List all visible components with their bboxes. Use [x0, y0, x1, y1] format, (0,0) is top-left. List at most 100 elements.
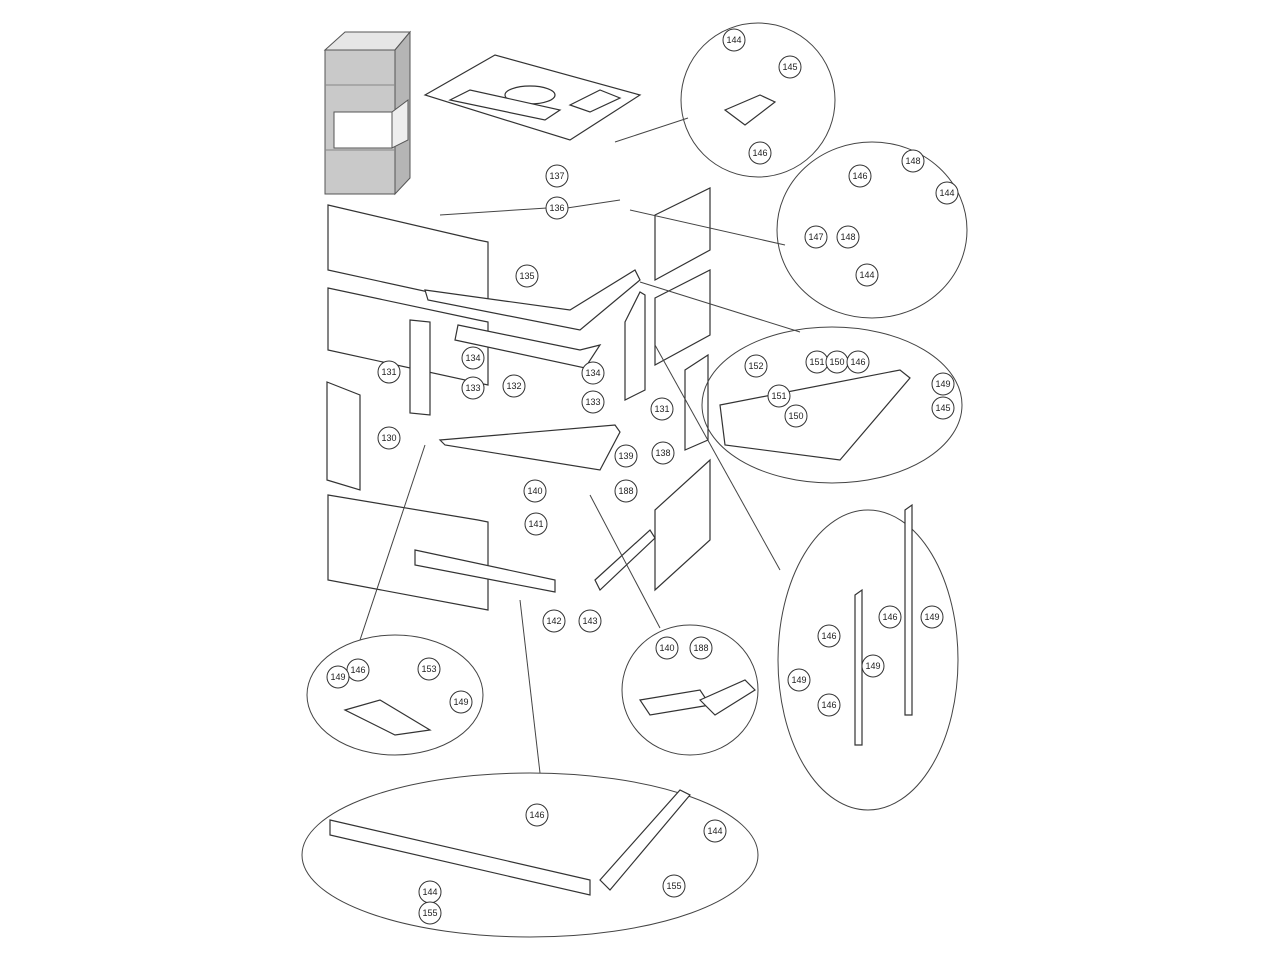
- part-label: 151: [767, 384, 791, 408]
- part-label-circle: [545, 164, 569, 188]
- part-number: 147: [808, 232, 823, 242]
- part-label-circle: [525, 803, 549, 827]
- part-label: 145: [931, 396, 955, 420]
- part-label: 144: [703, 819, 727, 843]
- part-label: 142: [542, 609, 566, 633]
- part-label: 188: [614, 479, 638, 503]
- part-label-circle: [848, 164, 872, 188]
- part-number: 144: [422, 887, 437, 897]
- part-label: 137: [545, 164, 569, 188]
- part-number: 149: [453, 697, 468, 707]
- part-number: 141: [528, 519, 543, 529]
- part-label-circle: [767, 384, 791, 408]
- part-label-circle: [655, 636, 679, 660]
- part-label-circle: [377, 360, 401, 384]
- part-number: 140: [527, 486, 542, 496]
- part-label: 155: [662, 874, 686, 898]
- part-label-circle: [689, 636, 713, 660]
- part-number: 146: [821, 631, 836, 641]
- part-label-circle: [524, 512, 548, 536]
- part-label-circle: [878, 605, 902, 629]
- part-label: 146: [817, 693, 841, 717]
- part-label: 146: [346, 658, 370, 682]
- part-label-circle: [778, 55, 802, 79]
- part-number: 130: [381, 433, 396, 443]
- part-number: 149: [935, 379, 950, 389]
- part-label: 141: [524, 512, 548, 536]
- part-label-circle: [614, 444, 638, 468]
- part-label: 147: [804, 225, 828, 249]
- part-label: 131: [377, 360, 401, 384]
- part-label-circle: [651, 441, 675, 465]
- part-number: 145: [782, 62, 797, 72]
- part-label-circle: [418, 901, 442, 925]
- part-label-circle: [461, 376, 485, 400]
- part-number: 148: [905, 156, 920, 166]
- stove-thumbnail: [323, 30, 412, 196]
- part-label: 146: [748, 141, 772, 165]
- part-label: 153: [417, 657, 441, 681]
- part-number: 150: [829, 357, 844, 367]
- part-number: 149: [924, 612, 939, 622]
- part-label: 146: [848, 164, 872, 188]
- part-number: 144: [707, 826, 722, 836]
- part-label: 149: [787, 668, 811, 692]
- part-label-circle: [581, 361, 605, 385]
- part-label-circle: [784, 404, 808, 428]
- part-number: 134: [465, 353, 480, 363]
- part-label-circle: [817, 693, 841, 717]
- part-label-circle: [523, 479, 547, 503]
- part-label-circle: [931, 372, 955, 396]
- part-label-circle: [578, 609, 602, 633]
- part-number: 146: [752, 148, 767, 158]
- part-label-circle: [744, 354, 768, 378]
- part-label-circle: [502, 374, 526, 398]
- part-label-circle: [326, 665, 350, 689]
- part-label-circle: [703, 819, 727, 843]
- part-number: 144: [859, 270, 874, 280]
- part-label-circle: [804, 225, 828, 249]
- part-number: 149: [330, 672, 345, 682]
- part-number: 155: [422, 908, 437, 918]
- detail-views: [301, 22, 968, 938]
- part-label-circle: [545, 196, 569, 220]
- part-label: 155: [418, 901, 442, 925]
- part-number: 143: [582, 616, 597, 626]
- part-label: 144: [935, 181, 959, 205]
- part-label: 130: [377, 426, 401, 450]
- part-label-circle: [787, 668, 811, 692]
- part-label-circle: [650, 397, 674, 421]
- part-label: 151: [805, 350, 829, 374]
- part-label-circle: [901, 149, 925, 173]
- part-label: 140: [523, 479, 547, 503]
- part-number: 142: [546, 616, 561, 626]
- part-label: 144: [855, 263, 879, 287]
- part-number: 150: [788, 411, 803, 421]
- part-number: 136: [549, 203, 564, 213]
- part-label-circle: [722, 28, 746, 52]
- part-label: 148: [901, 149, 925, 173]
- part-number: 188: [693, 643, 708, 653]
- part-number: 140: [659, 643, 674, 653]
- part-number: 146: [850, 357, 865, 367]
- top-plate: [423, 54, 642, 141]
- part-number: 148: [840, 232, 855, 242]
- part-number: 133: [465, 383, 480, 393]
- part-number: 151: [771, 391, 786, 401]
- part-label-circle: [920, 605, 944, 629]
- part-label: 131: [650, 397, 674, 421]
- part-number: 133: [585, 397, 600, 407]
- part-number: 134: [585, 368, 600, 378]
- part-label: 133: [461, 376, 485, 400]
- part-label: 149: [449, 690, 473, 714]
- part-number: 144: [726, 35, 741, 45]
- part-label: 146: [525, 803, 549, 827]
- part-label: 139: [614, 444, 638, 468]
- part-label-circle: [861, 654, 885, 678]
- side-panels: [326, 187, 711, 611]
- part-label-circle: [449, 690, 473, 714]
- part-number: 138: [655, 448, 670, 458]
- part-label: 145: [778, 55, 802, 79]
